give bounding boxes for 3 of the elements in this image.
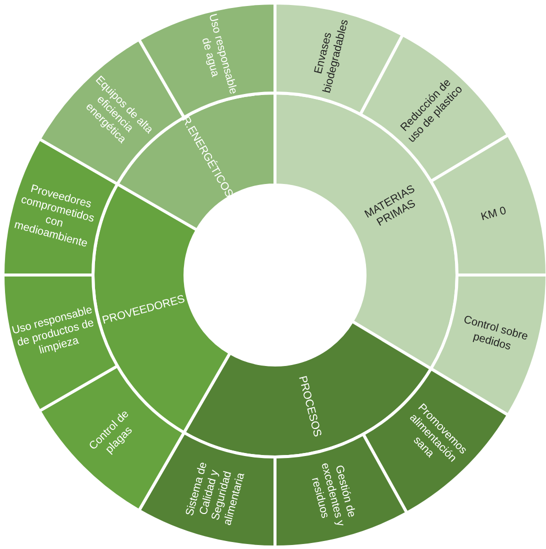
segment-label: Control sobre pedidos <box>461 313 530 354</box>
outer-ring-segment <box>430 133 546 276</box>
segment-label: KM 0 <box>480 204 508 224</box>
